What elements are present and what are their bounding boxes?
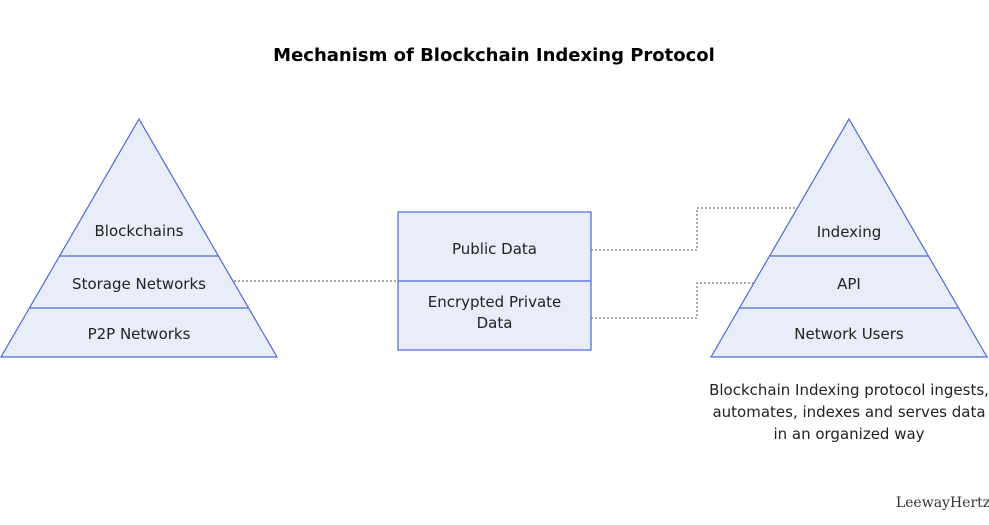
connectors <box>234 207 797 319</box>
left-layer-p2p-networks: P2P Networks <box>88 325 191 343</box>
left-layer-blockchains: Blockchains <box>94 222 183 240</box>
encrypted-private-data-label-line2: Data <box>477 314 513 332</box>
caption-line-2: automates, indexes and serves data <box>712 403 985 421</box>
left-pyramid: Blockchains Storage Networks P2P Network… <box>0 117 279 358</box>
connector-public-to-indexing <box>591 207 797 251</box>
right-pyramid: Indexing API Network Users <box>709 117 989 358</box>
left-pyramid-shape <box>0 117 279 358</box>
caption: Blockchain Indexing protocol ingests, au… <box>709 381 989 443</box>
right-layer-network-users: Network Users <box>794 325 904 343</box>
center-box: Public Data Encrypted Private Data <box>397 211 592 351</box>
caption-line-1: Blockchain Indexing protocol ingests, <box>709 381 989 399</box>
right-layer-api: API <box>837 275 861 293</box>
connector-private-to-api <box>591 282 755 319</box>
brand-label: LeewayHertz <box>896 495 989 511</box>
diagram-title: Mechanism of Blockchain Indexing Protoco… <box>273 45 715 66</box>
public-data-label: Public Data <box>452 240 537 258</box>
right-layer-indexing: Indexing <box>817 223 882 241</box>
right-pyramid-shape <box>709 117 989 358</box>
caption-line-3: in an organized way <box>773 425 924 443</box>
left-layer-storage-networks: Storage Networks <box>72 275 206 293</box>
encrypted-private-data-label-line1: Encrypted Private <box>428 293 562 311</box>
